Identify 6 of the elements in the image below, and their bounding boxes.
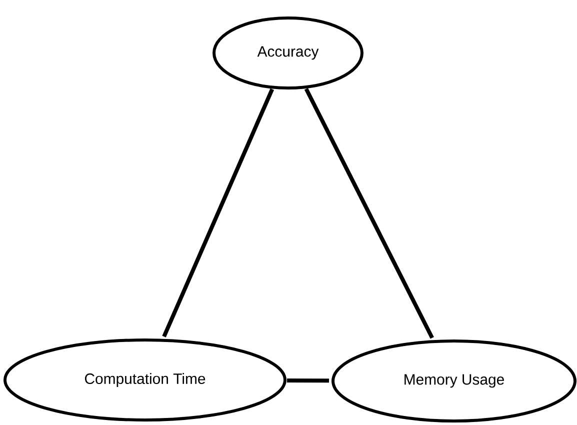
connector-line xyxy=(304,88,434,339)
ellipse-node: Memory Usage xyxy=(332,340,576,422)
connector-line xyxy=(286,378,330,383)
ellipse-node: Accuracy xyxy=(212,16,364,90)
connector-line xyxy=(162,88,274,338)
ellipse-node: Computation Time xyxy=(4,338,286,422)
